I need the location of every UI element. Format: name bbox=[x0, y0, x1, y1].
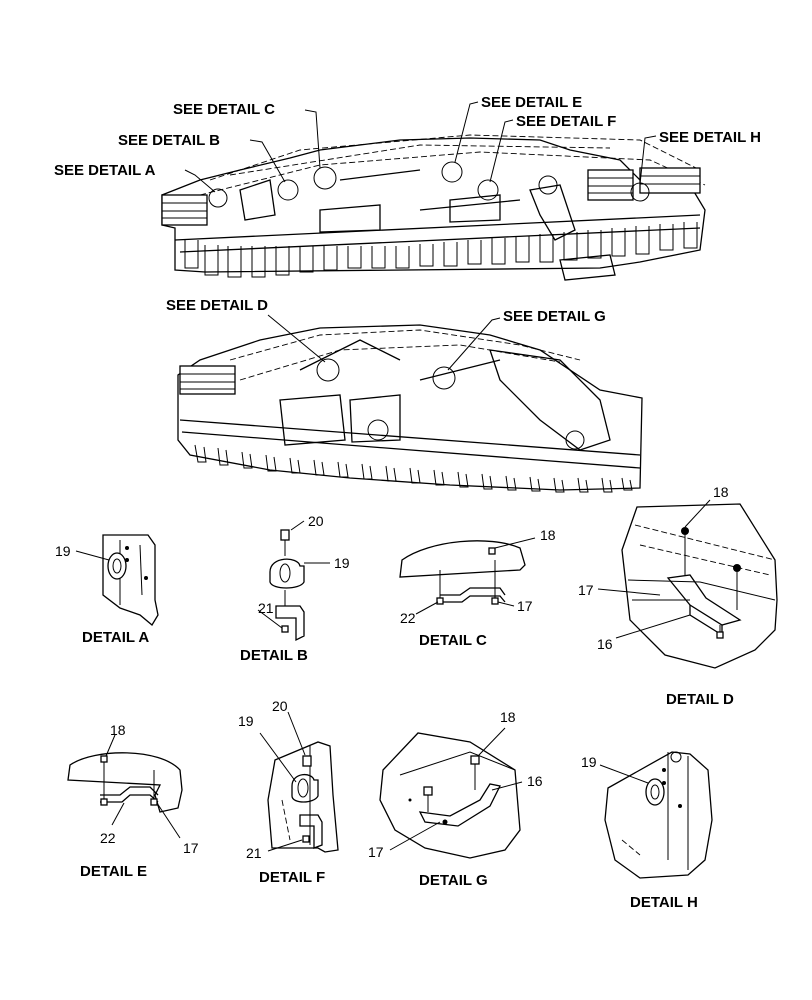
part-number-19-detail-a: 19 bbox=[55, 543, 71, 559]
detail-a-drawing bbox=[75, 534, 159, 626]
part-number-18-detail-d: 18 bbox=[713, 484, 729, 500]
part-number-20-detail-b: 20 bbox=[308, 513, 324, 529]
callout-see-detail-g: SEE DETAIL G bbox=[503, 308, 606, 325]
part-number-17-detail-c: 17 bbox=[517, 598, 533, 614]
part-number-19-detail-f: 19 bbox=[238, 713, 254, 729]
part-number-21-detail-f: 21 bbox=[246, 845, 262, 861]
part-number-19-detail-h: 19 bbox=[581, 754, 597, 770]
machine-view-top bbox=[161, 101, 706, 281]
callout-see-detail-c: SEE DETAIL C bbox=[173, 101, 275, 118]
detail-d-title: DETAIL D bbox=[666, 691, 734, 708]
callout-see-detail-e: SEE DETAIL E bbox=[481, 94, 582, 111]
callout-see-detail-b: SEE DETAIL B bbox=[118, 132, 220, 149]
part-number-18-detail-e: 18 bbox=[110, 722, 126, 738]
part-number-16-detail-d: 16 bbox=[597, 636, 613, 652]
part-number-22-detail-e: 22 bbox=[100, 830, 116, 846]
detail-b-title: DETAIL B bbox=[240, 647, 308, 664]
part-number-17-detail-d: 17 bbox=[578, 582, 594, 598]
part-number-16-detail-g: 16 bbox=[527, 773, 543, 789]
detail-e-drawing bbox=[67, 734, 183, 839]
part-number-17-detail-e: 17 bbox=[183, 840, 199, 856]
detail-g-drawing bbox=[379, 727, 523, 859]
detail-f-drawing bbox=[259, 711, 339, 853]
detail-g-title: DETAIL G bbox=[419, 872, 488, 889]
part-number-17-detail-g: 17 bbox=[368, 844, 384, 860]
detail-h-title: DETAIL H bbox=[630, 894, 698, 911]
detail-a-title: DETAIL A bbox=[82, 629, 149, 646]
part-number-18-detail-g: 18 bbox=[500, 709, 516, 725]
machine-view-bottom bbox=[177, 314, 643, 493]
detail-f-title: DETAIL F bbox=[259, 869, 325, 886]
callout-see-detail-h: SEE DETAIL H bbox=[659, 129, 761, 146]
part-number-22-detail-c: 22 bbox=[400, 610, 416, 626]
detail-b-drawing bbox=[257, 520, 330, 642]
part-number-20-detail-f: 20 bbox=[272, 698, 288, 714]
detail-h-drawing bbox=[599, 751, 713, 879]
detail-d-drawing bbox=[597, 499, 778, 669]
callout-see-detail-d: SEE DETAIL D bbox=[166, 297, 268, 314]
callout-see-detail-f: SEE DETAIL F bbox=[516, 113, 616, 130]
detail-c-drawing bbox=[399, 537, 536, 615]
part-number-21-detail-b: 21 bbox=[258, 600, 274, 616]
detail-c-title: DETAIL C bbox=[419, 632, 487, 649]
part-number-18-detail-c: 18 bbox=[540, 527, 556, 543]
part-number-19-detail-b: 19 bbox=[334, 555, 350, 571]
callout-see-detail-a: SEE DETAIL A bbox=[54, 162, 156, 179]
detail-e-title: DETAIL E bbox=[80, 863, 147, 880]
